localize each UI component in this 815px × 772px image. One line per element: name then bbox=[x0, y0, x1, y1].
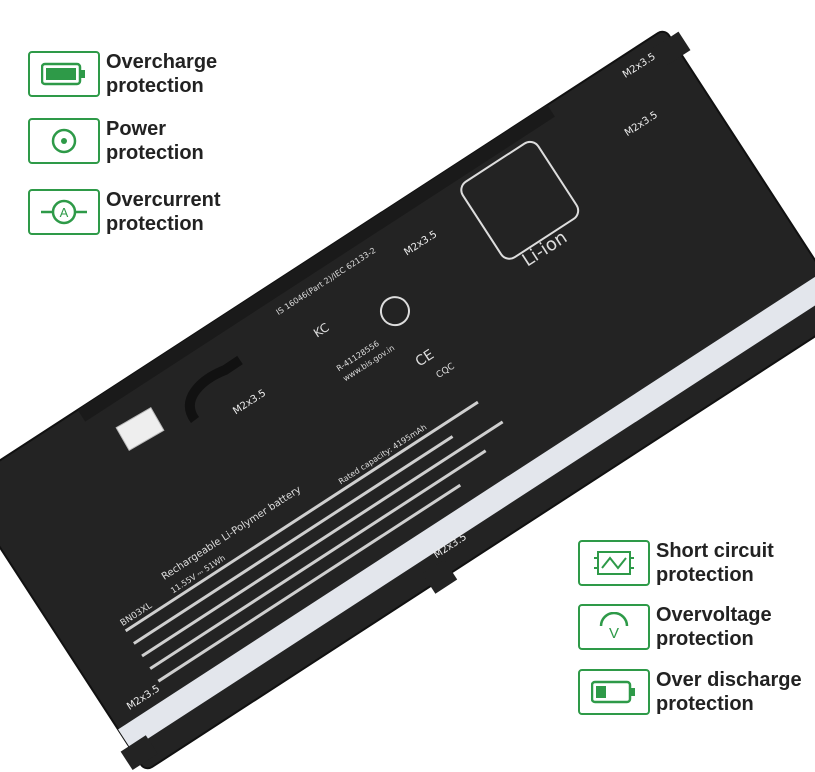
feature-power: Power protection bbox=[28, 117, 204, 165]
connector bbox=[115, 407, 165, 451]
feature-overcurrent: A Overcurrent protection bbox=[28, 188, 221, 236]
feature-label: protection bbox=[106, 75, 204, 97]
battery-low-icon bbox=[578, 669, 650, 715]
svg-text:A: A bbox=[60, 205, 69, 220]
feature-label: Short circuit bbox=[656, 540, 774, 562]
label-strip bbox=[118, 271, 815, 750]
voltmeter-icon: V bbox=[578, 604, 650, 650]
feature-overvoltage: V Overvoltage protection bbox=[578, 603, 772, 651]
battery-full-icon bbox=[28, 51, 100, 97]
feature-label: Over discharge bbox=[656, 669, 802, 691]
feature-label: Overcurrent bbox=[106, 189, 221, 211]
power-icon bbox=[28, 118, 100, 164]
circuit-board-icon bbox=[578, 540, 650, 586]
feature-label: protection bbox=[656, 693, 754, 715]
feature-overcharge: Overcharge protection bbox=[28, 50, 217, 98]
feature-label: Overvoltage bbox=[656, 604, 772, 626]
svg-text:V: V bbox=[609, 625, 619, 642]
feature-label: protection bbox=[106, 142, 204, 164]
feature-over-discharge: Over discharge protection bbox=[578, 668, 802, 716]
battery-cable bbox=[184, 355, 243, 423]
feature-label: Overcharge bbox=[106, 51, 218, 73]
feature-label: protection bbox=[656, 628, 754, 650]
feature-short-circuit: Short circuit protection bbox=[578, 539, 774, 587]
feature-label: protection bbox=[106, 213, 204, 235]
ammeter-icon: A bbox=[28, 189, 100, 235]
feature-label: protection bbox=[656, 564, 754, 586]
feature-label: Power bbox=[106, 118, 167, 140]
